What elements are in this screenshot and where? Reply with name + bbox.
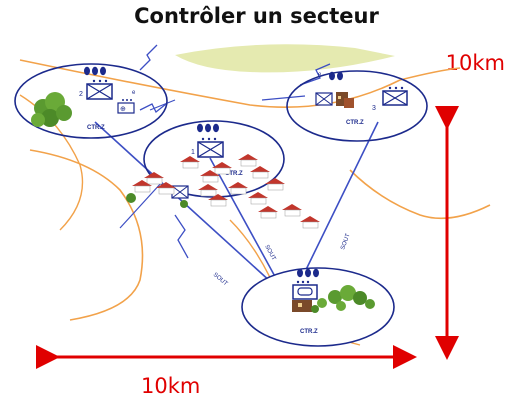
village-houses	[126, 154, 320, 229]
unit-symbol-icon	[197, 137, 224, 158]
symbol-e: e	[318, 72, 322, 78]
radio-zigzag	[139, 44, 158, 71]
radio-zigzag	[299, 63, 331, 86]
horizontal-distance-label: 10km	[141, 374, 201, 398]
unit-number: 3	[372, 105, 376, 112]
road-east	[349, 169, 491, 220]
unit-symbol-icon	[86, 79, 113, 100]
zone-label: CTR.Z	[225, 171, 243, 177]
dots-icon	[84, 66, 106, 76]
unit-number: 2	[79, 91, 83, 98]
radio-zigzag	[139, 103, 167, 114]
support-area-vegetation	[292, 285, 375, 313]
field-link	[261, 95, 306, 101]
zone-label: CTR.Z	[87, 125, 105, 131]
link-label-right: SOUT	[340, 233, 351, 251]
dots-icon	[329, 71, 343, 81]
support-link-zone-3	[299, 121, 379, 283]
unit-symbol-icon	[382, 86, 408, 106]
link-label-left: SOUT	[212, 272, 229, 288]
unit-number: 1	[191, 149, 195, 156]
zone-label: CTR.Z	[346, 120, 364, 126]
road-main	[19, 59, 461, 109]
small-unit-icon	[171, 185, 189, 199]
svg-text:⊕: ⊕	[120, 106, 126, 113]
zone-3-ellipse	[286, 70, 428, 142]
support-link-zone-1	[209, 157, 279, 283]
road-west	[29, 149, 144, 321]
dots-icon	[197, 123, 219, 133]
zone-2-ellipse	[14, 63, 168, 139]
dots-icon	[297, 268, 319, 278]
page-title: Contrôler un secteur	[134, 4, 379, 28]
building-cluster	[336, 92, 354, 108]
field-link	[119, 181, 163, 229]
support-unit-icon	[292, 280, 318, 300]
symbol-e: e	[132, 90, 136, 96]
forest	[31, 92, 72, 127]
small-unit-icon	[315, 92, 333, 106]
small-unit-icon: ⊕	[117, 99, 135, 114]
vertical-distance-label: 10km	[445, 51, 505, 75]
zone-label: CTR.Z	[300, 329, 318, 335]
hill-shape	[175, 44, 395, 73]
radio-zigzag	[174, 214, 189, 259]
